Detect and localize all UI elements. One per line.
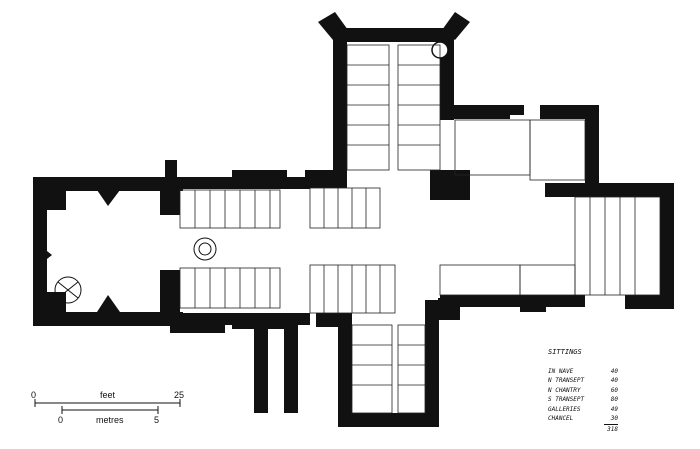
feet-start-label: 0	[31, 390, 37, 400]
north-transept-walls	[305, 12, 470, 188]
scale-bars	[34, 399, 181, 414]
sittings-total: 318	[604, 423, 618, 435]
sittings-row-label: N CHANTRY	[548, 386, 581, 394]
north-chantry-walls	[430, 105, 599, 200]
feet-end-label: 25	[174, 390, 185, 400]
sittings-row-value: 80	[610, 396, 618, 403]
south-transept-pews	[309, 264, 426, 414]
sittings-row-label: N TRANSEPT	[548, 377, 585, 384]
sittings-row: S TRANSEPT 80	[548, 395, 618, 405]
chancel-details	[439, 119, 661, 296]
sittings-row-label: GALLERIES	[548, 405, 581, 413]
sittings-row: IN NAVE 40	[548, 367, 618, 377]
nave-pews	[179, 189, 281, 309]
metres-start-label: 0	[58, 415, 64, 425]
south-porch	[254, 313, 298, 413]
sittings-row-label: S TRANSEPT	[548, 396, 585, 403]
sittings-row-value: 60	[610, 386, 618, 394]
sittings-row-value: 40	[610, 377, 618, 384]
sittings-row-label: CHANCEL	[548, 415, 574, 422]
sittings-row-value: 40	[610, 367, 618, 375]
metres-end-label: 5	[154, 415, 160, 425]
sittings-row: GALLERIES 49	[548, 405, 618, 415]
sittings-title: SITTINGS	[548, 348, 582, 356]
feet-label: feet	[100, 390, 116, 400]
chancel-walls	[440, 183, 674, 312]
south-transept-walls	[316, 298, 460, 427]
sittings-row-label: IN NAVE	[548, 367, 574, 375]
sittings-row-value: 30	[610, 415, 618, 422]
north-transept-pews	[309, 44, 441, 229]
sittings-row: CHANCEL 30	[548, 414, 618, 424]
sittings-table: SITTINGS IN NAVE 40 N TRANSEPT 40 N CHANTR…	[548, 348, 618, 434]
sittings-row-value: 49	[610, 405, 618, 413]
sittings-row: N TRANSEPT 40	[548, 376, 618, 386]
sittings-row: N CHANTRY 60	[548, 386, 618, 396]
west-end-walls	[33, 160, 183, 326]
metres-label: metres	[96, 415, 124, 425]
